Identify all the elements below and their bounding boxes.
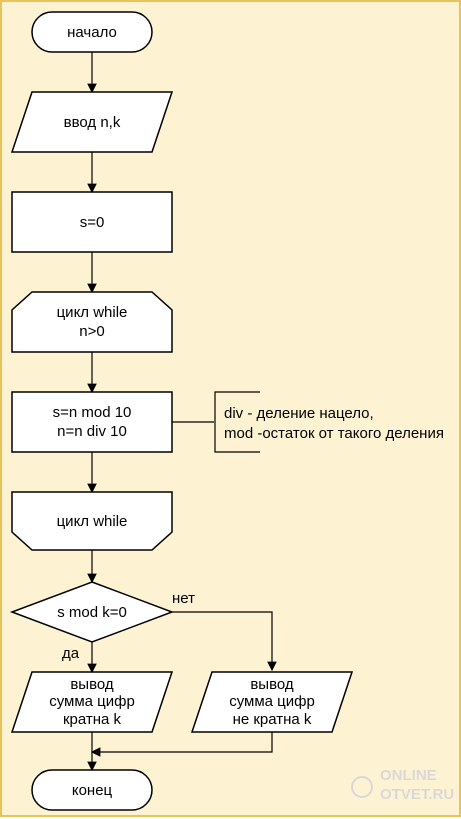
loop-end-shape xyxy=(11,491,173,551)
output-no-line3: не кратна k xyxy=(233,711,312,728)
arrow-no-output-merge xyxy=(90,732,273,757)
end-label: конец xyxy=(72,782,113,799)
start-label: начало xyxy=(67,24,117,41)
output-yes-line2: сумма цифр xyxy=(49,693,135,710)
branch-no-label: нет xyxy=(172,590,195,607)
arrow-no-branch xyxy=(172,611,277,672)
watermark-line1: ONLINE xyxy=(380,767,437,784)
body-label-line1: s=n mod 10 xyxy=(53,404,132,421)
body-label-line2: n=n div 10 xyxy=(57,423,127,440)
end-terminator xyxy=(31,769,153,811)
output-no-parallelogram xyxy=(190,671,354,733)
loop-end-label: цикл while xyxy=(57,513,128,530)
condition-label: s mod k=0 xyxy=(57,604,127,621)
comment-line2: mod -остаток от такого деления xyxy=(224,425,444,442)
output-no-line2: сумма цифр xyxy=(229,693,315,710)
init-label: s=0 xyxy=(80,214,105,231)
start-terminator xyxy=(31,11,153,53)
output-yes-line3: кратна k xyxy=(63,711,122,728)
output-no-line1: вывод xyxy=(250,676,294,693)
comment-bracket xyxy=(214,391,260,453)
watermark-line2: OTVET.RU xyxy=(380,786,454,803)
comment-line1: div - деление нацело, xyxy=(224,405,374,422)
input-label: ввод n,k xyxy=(64,114,121,131)
loop-start-shape xyxy=(11,291,173,353)
condition-diamond xyxy=(9,581,175,643)
loop-start-label-line1: цикл while xyxy=(57,304,128,321)
loop-start-label-line2: n>0 xyxy=(79,323,104,340)
watermark: ONLINE OTVET.RU xyxy=(351,767,454,803)
output-yes-line1: вывод xyxy=(70,676,114,693)
output-yes-parallelogram xyxy=(10,671,174,733)
init-process xyxy=(11,191,173,253)
body-process xyxy=(11,391,173,453)
branch-yes-label: да xyxy=(62,645,80,662)
input-parallelogram xyxy=(10,91,174,153)
bulb-icon xyxy=(351,776,373,798)
